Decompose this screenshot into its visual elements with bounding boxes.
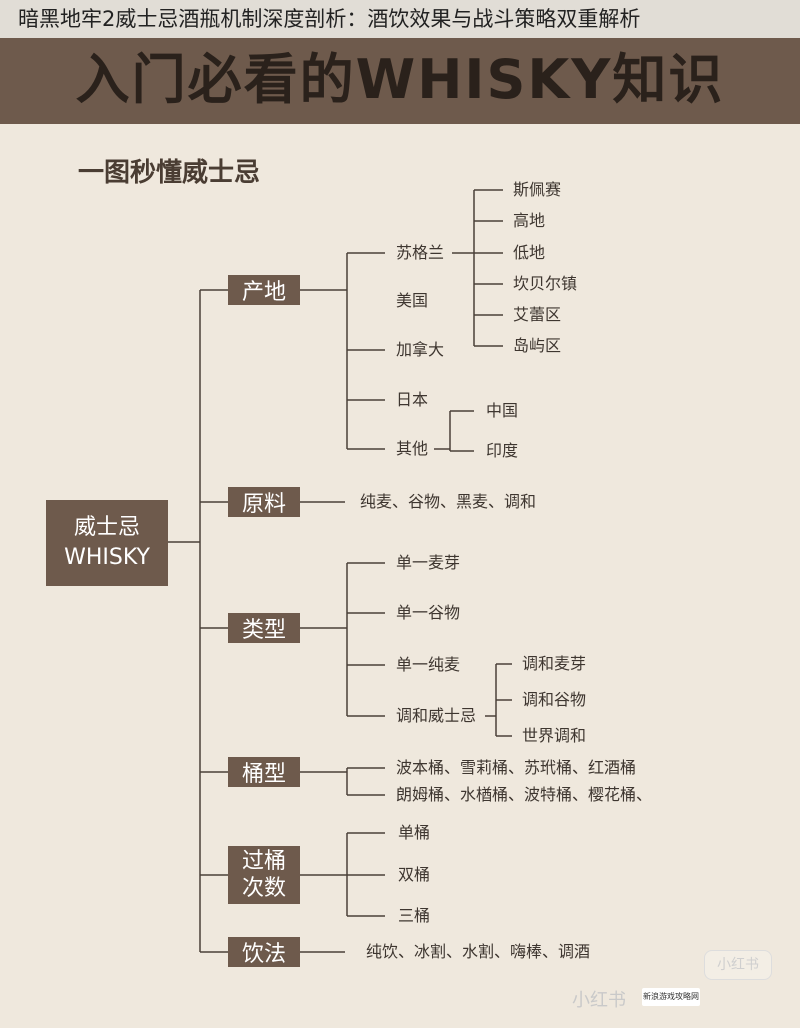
- scotland-region-highland: 高地: [513, 211, 546, 230]
- scotland-region-islands: 岛屿区: [513, 336, 562, 355]
- root-node: 威士忌 WHISKY: [46, 500, 168, 586]
- cask-line-1: 波本桶、雪莉桶、苏玳桶、红酒桶: [396, 758, 637, 777]
- root-label-en: WHISKY: [64, 545, 150, 570]
- category-finish-line1: 过桶: [241, 849, 286, 874]
- scotland-region-speyside: 斯佩赛: [513, 180, 562, 199]
- type-single-malt: 单一麦芽: [396, 553, 461, 572]
- category-type: 类型: [228, 613, 300, 643]
- blended-sub-malt: 调和麦芽: [522, 654, 587, 673]
- finish-single: 单桶: [398, 823, 431, 842]
- blended-sub-grain: 调和谷物: [522, 690, 587, 709]
- root-label-cn: 威士忌: [73, 515, 140, 540]
- origin-usa: 美国: [396, 291, 429, 310]
- scotland-region-campbeltown: 坎贝尔镇: [513, 274, 578, 293]
- other-region-india: 印度: [486, 441, 519, 460]
- watermark-text: 小红书: [572, 990, 626, 1011]
- origin-scotland: 苏格兰: [396, 243, 445, 262]
- other-region-china: 中国: [486, 401, 519, 420]
- category-finish: 过桶 次数: [228, 846, 300, 904]
- cask-line-2: 朗姆桶、水楢桶、波特桶、樱花桶、: [396, 785, 653, 804]
- drink-text: 纯饮、冰割、水割、嗨棒、调酒: [366, 942, 591, 961]
- watermark-logo: 新浪游戏攻略网: [642, 988, 700, 1006]
- subtitle: 一图秒懂威士忌: [78, 158, 261, 188]
- finish-triple: 三桶: [398, 906, 431, 925]
- category-drink: 饮法: [228, 937, 300, 967]
- origin-canada: 加拿大: [396, 340, 445, 359]
- banner-title: 入门必看的WHISKY知识: [75, 48, 725, 111]
- type-single-grain: 单一谷物: [396, 603, 461, 622]
- watermark-badge: 小红书: [704, 950, 772, 980]
- category-cask: 桶型: [228, 757, 300, 787]
- overlay-title: 暗黑地牢2威士忌酒瓶机制深度剖析：酒饮效果与战斗策略双重解析: [0, 0, 800, 38]
- type-blended: 调和威士忌: [396, 706, 477, 725]
- category-material: 原料: [228, 487, 300, 517]
- origin-japan: 日本: [396, 390, 429, 409]
- blended-sub-world: 世界调和: [522, 726, 587, 745]
- origin-other: 其他: [396, 439, 429, 458]
- scotland-region-lowland: 低地: [513, 243, 546, 262]
- finish-double: 双桶: [398, 865, 431, 884]
- category-finish-line2: 次数: [241, 876, 286, 901]
- category-origin: 产地: [228, 275, 300, 305]
- type-pure-malt: 单一纯麦: [396, 655, 461, 674]
- scotland-region-islay: 艾蕾区: [513, 305, 562, 324]
- material-text: 纯麦、谷物、黑麦、调和: [360, 492, 537, 511]
